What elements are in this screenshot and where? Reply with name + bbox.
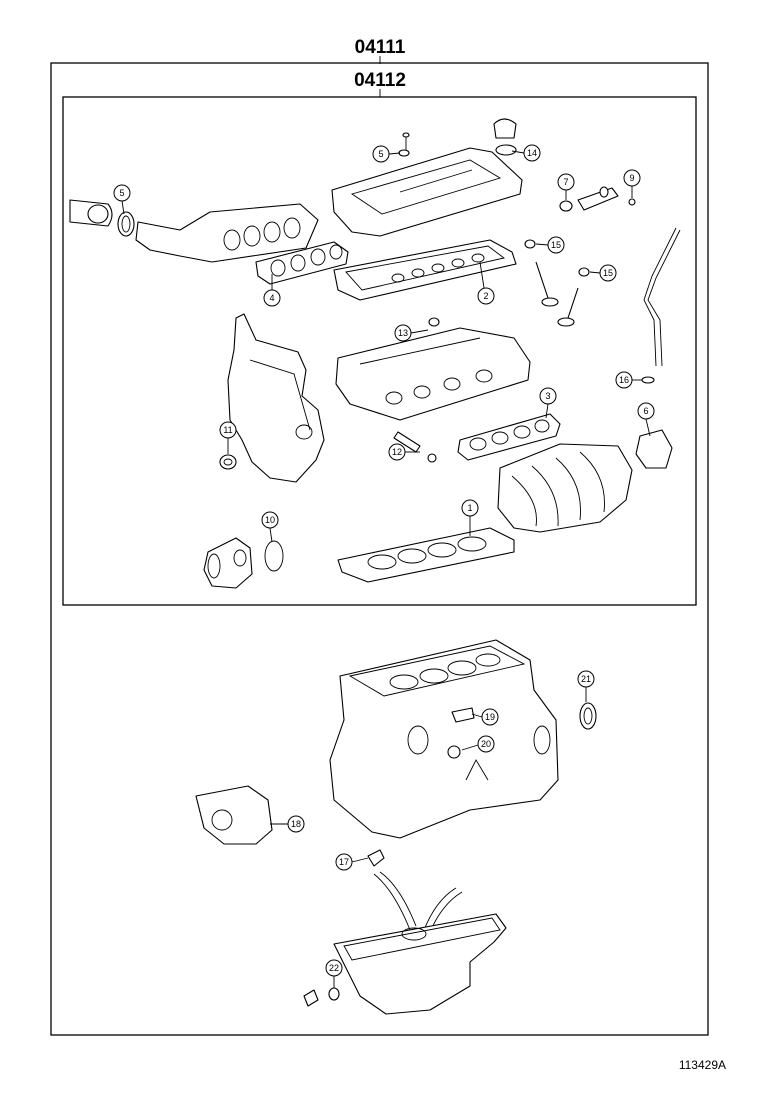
head-bolt: [393, 431, 437, 463]
callout-19: 19: [481, 708, 499, 726]
svg-text:18: 18: [291, 819, 301, 829]
svg-text:15: 15: [551, 240, 561, 250]
valves: [535, 261, 579, 327]
valve-cover-gasket: [333, 239, 517, 301]
svg-text:3: 3: [545, 391, 550, 401]
callout-21: 21: [577, 670, 595, 688]
callout-leaders: [121, 150, 651, 988]
oil-strainer: [367, 849, 463, 933]
gasket-19: [451, 707, 475, 723]
drain-plug: [303, 987, 340, 1007]
cylinder-head-gasket: [337, 527, 515, 583]
svg-text:5: 5: [378, 149, 383, 159]
seal-ring-5-left: [117, 211, 135, 237]
svg-text:20: 20: [481, 739, 491, 749]
callout-17: 17: [335, 853, 353, 871]
exhaust-manifold: [135, 203, 319, 263]
svg-text:19: 19: [485, 712, 495, 722]
oil-filler-cap: [493, 118, 517, 156]
svg-text:9: 9: [629, 173, 634, 183]
callout-4: 4: [263, 289, 281, 307]
water-pump: [203, 537, 253, 589]
callout-9: 9: [623, 169, 641, 187]
svg-text:17: 17: [339, 857, 349, 867]
exhaust-pipe-end: [69, 199, 113, 227]
svg-text:4: 4: [269, 293, 274, 303]
o-ring-10: [264, 540, 284, 572]
valve-stem-seal-lower: [578, 267, 590, 277]
svg-text:1: 1: [467, 503, 472, 513]
seal-20: [447, 745, 461, 759]
inner-kit-frame: [62, 96, 697, 606]
head-plug-13: [428, 317, 440, 327]
kit-label-inner: 04112: [354, 70, 406, 91]
svg-text:6: 6: [643, 406, 648, 416]
oil-pan: [333, 913, 507, 1015]
callout-15-lower: 15: [599, 264, 617, 282]
callout-7: 7: [557, 173, 575, 191]
outer-kit-frame: [50, 62, 709, 1036]
callout-5-left: 5: [113, 184, 131, 202]
callout-8: 8: [603, 209, 608, 219]
svg-text:2: 2: [483, 291, 488, 301]
svg-text:22: 22: [329, 963, 339, 973]
callout-15-upper: 15: [547, 236, 565, 254]
valve-cover: [331, 147, 523, 237]
intake-manifold-gasket: [457, 413, 561, 461]
cylinder-head: [335, 327, 531, 421]
svg-text:16: 16: [619, 375, 629, 385]
callout-1: 1: [461, 499, 479, 517]
oil-seal-11: [219, 454, 237, 470]
exhaust-manifold-gasket: [255, 241, 349, 285]
throttle-body-gasket: [635, 429, 673, 469]
callout-12: 12: [388, 443, 406, 461]
valve-stem-seal-upper: [524, 239, 536, 249]
kit-label-outer: 04111: [355, 37, 406, 58]
dipstick-tube: [641, 227, 681, 384]
callout-18: 18: [287, 815, 305, 833]
svg-text:14: 14: [527, 148, 537, 158]
callout-3: 3: [539, 387, 557, 405]
callout-11: 11: [219, 421, 237, 439]
callout-16: 16: [615, 371, 633, 389]
timing-chain-cover: [227, 313, 325, 483]
svg-text:15: 15: [603, 268, 613, 278]
cylinder-block: [329, 639, 559, 839]
figure-code: 113429A: [678, 1058, 726, 1072]
callout-5-top: 5: [372, 145, 390, 163]
callout-6: 6: [637, 402, 655, 420]
svg-text:7: 7: [563, 177, 568, 187]
callout-14: 14: [523, 144, 541, 162]
callout-20: 20: [477, 735, 495, 753]
rear-oil-seal: [579, 702, 597, 730]
intake-manifold: [497, 443, 633, 533]
callout-10: 10: [261, 511, 279, 529]
callout-13: 13: [394, 324, 412, 342]
callout-22: 22: [325, 959, 343, 977]
svg-text:10: 10: [265, 515, 275, 525]
callout-2: 2: [477, 287, 495, 305]
svg-text:21: 21: [581, 674, 591, 684]
fuel-injector: [559, 186, 636, 212]
valve-cover-bolt: [398, 132, 410, 157]
svg-text:12: 12: [392, 447, 402, 457]
svg-text:5: 5: [119, 188, 124, 198]
svg-text:11: 11: [223, 425, 232, 435]
svg-text:13: 13: [398, 328, 408, 338]
oil-pump: [195, 785, 273, 845]
